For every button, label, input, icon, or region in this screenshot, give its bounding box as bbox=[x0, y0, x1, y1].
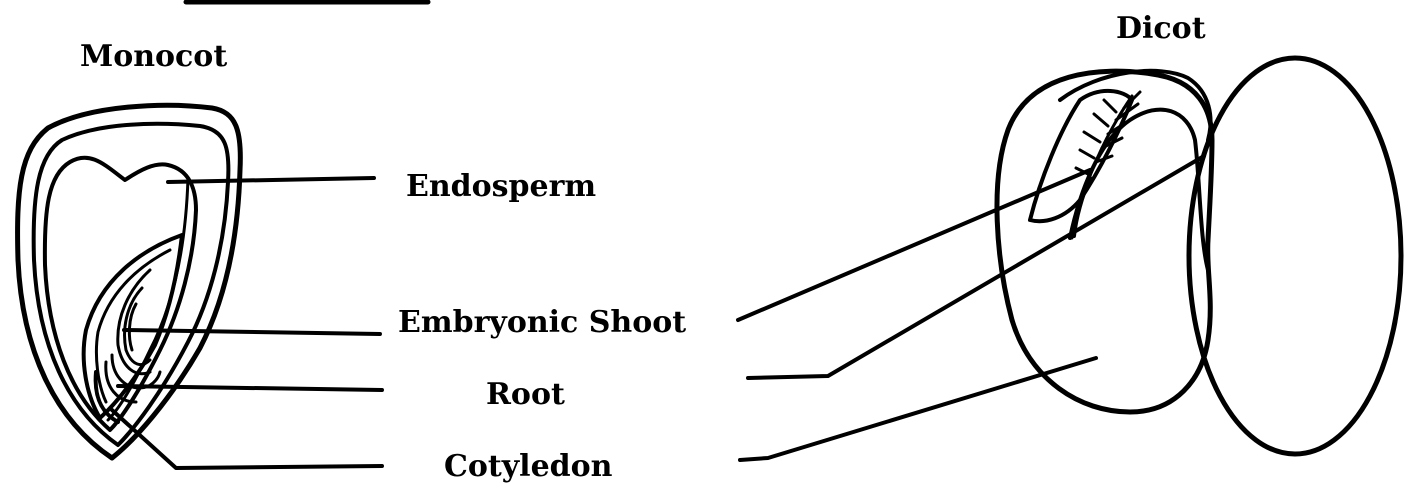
dicot-seed bbox=[997, 58, 1401, 454]
dicot-shoot-leaf-9 bbox=[1080, 150, 1094, 158]
monocot-seed bbox=[18, 105, 241, 458]
dicot-leader-root bbox=[748, 156, 1204, 378]
root-label: Root bbox=[486, 380, 565, 410]
dicot-shoot-leaf-6 bbox=[1104, 100, 1116, 112]
dicot-label: Dicot bbox=[1116, 14, 1206, 44]
leader-endosperm bbox=[168, 178, 374, 182]
dicot-leader-shoot bbox=[738, 170, 1090, 320]
monocot-label: Monocot bbox=[80, 42, 227, 72]
endosperm-label: Endosperm bbox=[406, 172, 596, 202]
embryonic-shoot-label: Embryonic Shoot bbox=[398, 308, 686, 338]
monocot-shoot-3 bbox=[129, 304, 136, 350]
leader-embryonic-shoot bbox=[124, 330, 380, 334]
cotyledon-label: Cotyledon bbox=[444, 452, 612, 482]
monocot-inner-lining bbox=[34, 124, 229, 445]
leader-root bbox=[118, 386, 382, 390]
dicot-shoot-leaf-7 bbox=[1094, 114, 1108, 126]
dicot-cotyledon-right bbox=[1189, 58, 1401, 454]
dicot-shoot-leaf-8 bbox=[1084, 132, 1100, 142]
dicot-leader-cotyledon bbox=[740, 358, 1096, 460]
